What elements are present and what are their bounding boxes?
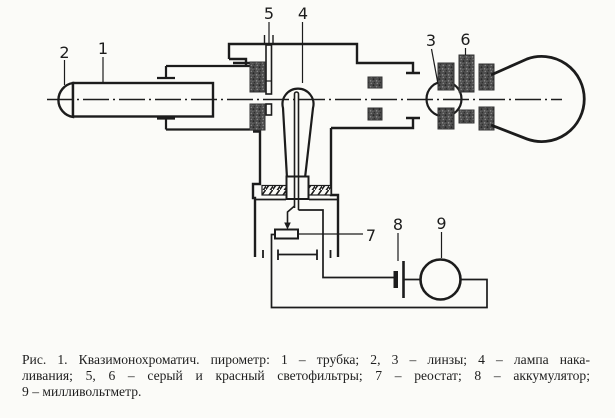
- grey-filter: [263, 35, 274, 116]
- red-filter-upper: [458, 54, 475, 93]
- caption-line-1: Рис. 1. Квазимонохроматич. пирометр: 1 –…: [22, 352, 590, 367]
- callout-9-label: 9: [436, 214, 446, 233]
- lens-mount-middle: [367, 76, 383, 121]
- main-housing: [227, 42, 420, 257]
- callouts: 1 2 3 4 5 6 7 8 9: [59, 4, 471, 261]
- wire-lamp-to-battery: [298, 209, 394, 279]
- rheostat: [274, 205, 299, 240]
- callout-8-label: 8: [393, 215, 403, 234]
- lens-mount-left-upper: [249, 61, 266, 93]
- eyepiece-mount-upper: [478, 63, 495, 91]
- battery: [393, 261, 405, 298]
- incandescent-lamp: [281, 87, 315, 179]
- housing-right-wall: [329, 128, 340, 257]
- hatched-plate-right: [307, 184, 332, 196]
- circuit-wires: [270, 209, 488, 309]
- callout-3-label: 3: [426, 31, 436, 50]
- callout-7-label: 7: [366, 226, 376, 245]
- pyrometer-diagram: 1 2 3 4 5 6 7 8 9: [47, 4, 586, 309]
- lens-mount-left-lower: [249, 103, 266, 131]
- caption-line-3: 9 – милливольтметр.: [22, 383, 142, 399]
- grey-filter-plate-upper: [265, 44, 273, 95]
- lamp-bulb: [281, 87, 315, 179]
- wiper-arrowhead: [284, 222, 291, 230]
- lens3-mount-lower: [437, 107, 455, 130]
- barrel-top-flange: [157, 66, 175, 80]
- grey-filter-plate-lower: [265, 103, 273, 116]
- wire-rheostat-loop: [270, 233, 488, 309]
- callout-5-label: 5: [264, 4, 274, 23]
- lens-mount-middle-upper: [367, 76, 383, 89]
- lamp-base: [285, 175, 310, 200]
- callout-4-label: 4: [298, 4, 308, 23]
- eyepiece-assembly: [425, 54, 586, 143]
- lamp-socket-contacts: [262, 249, 332, 260]
- red-filter-lower: [458, 109, 475, 124]
- socket-contact-bar: [277, 249, 318, 260]
- callout-2-label: 2: [59, 43, 69, 62]
- eyepiece-horn: [490, 55, 586, 143]
- figure-caption: Рис. 1. Квазимонохроматич. пирометр: 1 –…: [22, 352, 590, 399]
- caption-line-2: ливания; 5, 6 – серый и красный светофил…: [22, 367, 590, 383]
- tube-barrel: [157, 64, 253, 131]
- lamp-base-group: [285, 91, 310, 210]
- rheostat-body: [274, 228, 299, 240]
- hatched-plate-left: [261, 184, 288, 196]
- lens3-mount-upper: [437, 62, 455, 91]
- eyepiece-mount-lower: [478, 106, 495, 131]
- lens-mount-left: [249, 61, 266, 131]
- barrel-bottom-flange: [157, 117, 175, 130]
- housing-left-wall: [251, 130, 262, 257]
- callout-3-leader: [430, 48, 439, 85]
- lamp-filament: [293, 91, 300, 210]
- callout-6-label: 6: [460, 30, 470, 49]
- millivoltmeter: [419, 258, 462, 301]
- callout-1-label: 1: [98, 39, 108, 58]
- filter-slot-collar: [263, 35, 274, 44]
- battery-short-electrode: [393, 271, 398, 288]
- housing-right-arm-bottom: [331, 116, 420, 130]
- lens-mount-middle-lower: [367, 107, 383, 121]
- wiper-wire: [286, 205, 296, 223]
